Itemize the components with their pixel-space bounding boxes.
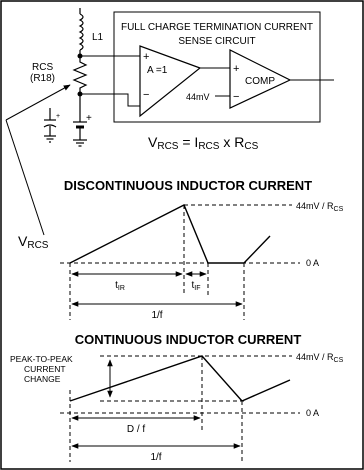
vrcs-pointer-arrow (5, 84, 71, 121)
cont-threshold-label: 44mV / RCS (296, 352, 344, 364)
comp-plus: + (233, 63, 239, 75)
amp-minus: − (143, 89, 149, 101)
inductor-l1 (78, 13, 84, 51)
discontinuous-section: DISCONTINUOUS INDUCTOR CURRENT VRCS 44mV… (18, 178, 344, 321)
cap-plate-bottom (43, 124, 57, 128)
cont-waveform (69, 355, 291, 402)
vrcs-pointer-line (5, 119, 45, 236)
cont-period-label: 1/f (150, 452, 161, 463)
comparator (229, 49, 292, 109)
disc-threshold-label: 44mV / RCS (296, 201, 344, 213)
sense-circuit-box (113, 11, 321, 123)
continuous-section: CONTINUOUS INDUCTOR CURRENT PEAK-TO-PEAK… (10, 332, 344, 463)
sense-box-title-2: SENSE CIRCUIT (178, 36, 255, 47)
peak-label-2: CURRENT (24, 364, 66, 374)
disc-rise-label: tIR (115, 280, 125, 292)
inductor-label: L1 (92, 32, 104, 43)
resistor-rcs (72, 56, 88, 94)
circuit-schematic: L1 RCS (R18) + + FULL CHARGE TERMINATION… (5, 8, 334, 236)
buffer-amplifier (139, 45, 202, 118)
sense-box-title-1: FULL CHARGE TERMINATION CURRENT (121, 22, 313, 33)
disc-fall-label: tIF (191, 280, 200, 292)
amp-plus: + (143, 51, 149, 63)
discontinuous-title: DISCONTINUOUS INDUCTOR CURRENT (64, 178, 312, 193)
cont-duty-label: D / f (127, 424, 146, 435)
continuous-title: CONTINUOUS INDUCTOR CURRENT (75, 332, 302, 347)
resistor-label: RCS (32, 62, 53, 73)
cont-zero-label: 0 A (306, 408, 319, 418)
cap-plus: + (56, 113, 60, 120)
formula: VRCS = IRCS x RCS (148, 134, 259, 152)
comp-minus: − (233, 91, 239, 103)
disc-zero-label: 0 A (306, 258, 319, 268)
disc-waveform (69, 204, 271, 264)
peak-label-1: PEAK-TO-PEAK (10, 354, 73, 364)
resistor-designator: (R18) (30, 73, 55, 84)
ref-voltage-label: 44mV (186, 92, 210, 102)
battery-plus: + (86, 113, 92, 124)
peak-label-3: CHANGE (24, 374, 61, 384)
disc-period-label: 1/f (151, 310, 162, 321)
vrcs-label: VRCS (18, 233, 49, 251)
amp-gain-label: A =1 (147, 65, 168, 76)
amp-minus-wire (80, 93, 141, 107)
comp-label: COMP (245, 76, 275, 87)
